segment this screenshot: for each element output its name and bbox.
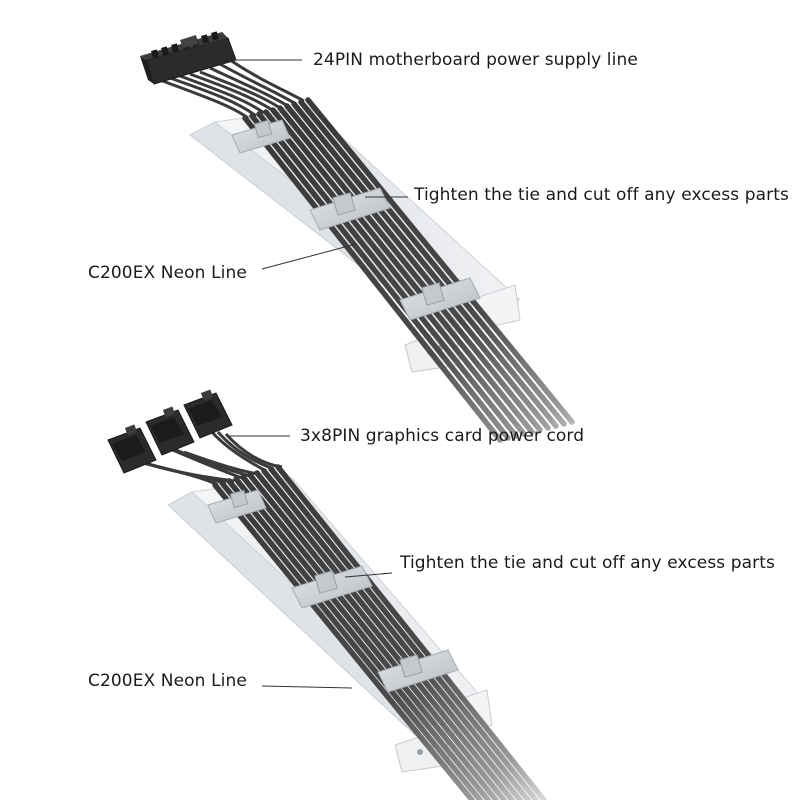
top-cable-assembly (140, 31, 575, 443)
top-cable-tie-1 (231, 119, 291, 154)
bottom-leader-lines (228, 435, 393, 689)
label-3x8pin-gpu-cord: 3x8PIN graphics card power cord (300, 426, 585, 446)
bottom-cable-tie-1 (207, 489, 267, 524)
top-cable-bundle (242, 97, 575, 443)
label-top-tie-instruction: Tighten the tie and cut off any excess p… (414, 185, 789, 205)
bottom-cable-bundle (212, 464, 547, 800)
bottom-fanout-wires (131, 429, 283, 487)
top-cable-tie-2 (309, 187, 391, 231)
label-top-neon-line: C200EX Neon Line (88, 263, 247, 283)
label-bottom-tie-instruction: Tighten the tie and cut off any excess p… (400, 553, 775, 573)
bottom-cable-tie-3 (377, 649, 459, 693)
bottom-8pin-connector-1 (107, 424, 157, 474)
top-leader-lines (232, 59, 408, 270)
bottom-8pin-connector-3 (183, 389, 233, 439)
top-cable-tie-3 (399, 277, 481, 321)
bottom-8pin-connector-2 (145, 406, 195, 456)
bottom-cable-assembly (107, 389, 547, 800)
label-24pin-motherboard: 24PIN motherboard power supply line (313, 50, 638, 70)
top-fanout-wires (159, 58, 305, 120)
label-bottom-neon-line: C200EX Neon Line (88, 671, 247, 691)
top-24pin-connector (140, 31, 237, 85)
